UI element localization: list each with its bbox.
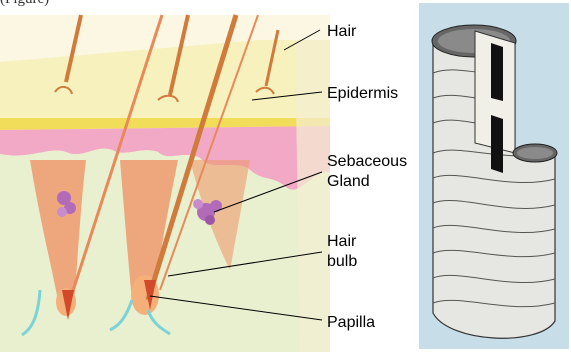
label-epidermis: Epidermis: [327, 84, 398, 104]
label-papilla: Papilla: [327, 313, 375, 333]
label-sebaceous-line2: Gland: [327, 172, 407, 192]
label-hair-bulb: Hair bulb: [327, 232, 357, 272]
label-bulb-line1: Hair: [327, 232, 357, 252]
skin-cross-section-illustration: [0, 0, 330, 352]
label-hair: Hair: [327, 22, 356, 42]
hair-shaft-engraving: [419, 3, 569, 349]
label-sebaceous-gland: Sebaceous Gland: [327, 152, 407, 192]
label-bulb-line2: bulb: [327, 252, 357, 272]
label-sebaceous-line1: Sebaceous: [327, 152, 407, 172]
